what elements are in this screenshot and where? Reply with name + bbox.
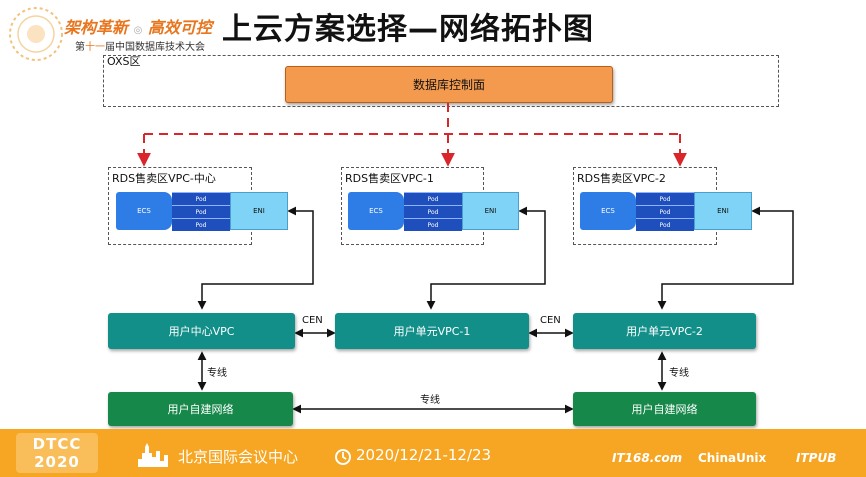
sponsor-chinaunix-logo: ChinaUnix	[698, 451, 767, 465]
eni-node: ENI	[230, 192, 288, 230]
user-center-vpc: 用户中心VPC	[108, 313, 295, 349]
cen-label: CEN	[540, 315, 561, 326]
pod: Pod	[636, 218, 694, 231]
rds-zone-label: RDS售卖区VPC-1	[345, 172, 434, 185]
user-unit-vpc-1: 用户单元VPC-1	[335, 313, 529, 349]
oxs-zone-label: OXS区	[107, 55, 141, 68]
rds-zone-label: RDS售卖区VPC-2	[577, 172, 666, 185]
pod-group: Pod Pod Pod	[404, 192, 462, 231]
eni-node: ENI	[694, 192, 752, 230]
user-unit-vpc-2: 用户单元VPC-2	[573, 313, 756, 349]
dedicated-line-links	[197, 351, 667, 414]
user-self-network: 用户自建网络	[108, 392, 293, 426]
clock-icon	[335, 449, 351, 465]
dedicated-line-label: 专线	[207, 368, 227, 379]
pod: Pod	[172, 205, 230, 218]
dedicated-line-label: 专线	[669, 368, 689, 379]
ecs-node: ECS	[348, 192, 404, 230]
conference-logo	[4, 2, 214, 66]
oxs-zone	[103, 55, 779, 107]
conference-name: 第十一届中国数据库技术大会	[75, 42, 205, 53]
skyline-icon	[138, 443, 168, 467]
pod: Pod	[404, 205, 462, 218]
dedicated-line-label: 专线	[420, 395, 440, 406]
pod: Pod	[636, 205, 694, 218]
control-plane-box: 数据库控制面	[285, 66, 613, 103]
eni-node: ENI	[462, 192, 519, 230]
page-title: 上云方案选择—网络拓扑图	[222, 12, 594, 47]
sponsor-it168-logo: IT168.com	[612, 451, 683, 465]
venue-text: 北京国际会议中心	[178, 448, 299, 466]
pod: Pod	[404, 218, 462, 231]
cen-label: CEN	[302, 315, 323, 326]
ecs-node: ECS	[580, 192, 636, 230]
sponsor-itpub-logo: ITPUB	[796, 451, 837, 465]
user-self-network: 用户自建网络	[573, 392, 756, 426]
conference-slogan: 架构革新 ◎ 高效可控	[64, 18, 212, 37]
pod: Pod	[172, 218, 230, 231]
control-plane-dashed-arrows	[137, 103, 687, 167]
pod: Pod	[172, 192, 230, 205]
eni-links	[197, 206, 794, 310]
dtcc-brand-badge: DTCC 2020	[16, 433, 98, 473]
ecs-node: ECS	[116, 192, 172, 230]
pod-group: Pod Pod Pod	[172, 192, 230, 231]
pod: Pod	[404, 192, 462, 205]
date-text: 2020/12/21-12/23	[356, 446, 492, 464]
rds-zone-label: RDS售卖区VPC-中心	[112, 172, 216, 185]
pod: Pod	[636, 192, 694, 205]
sun-emblem-icon	[9, 7, 63, 61]
pod-group: Pod Pod Pod	[636, 192, 694, 231]
